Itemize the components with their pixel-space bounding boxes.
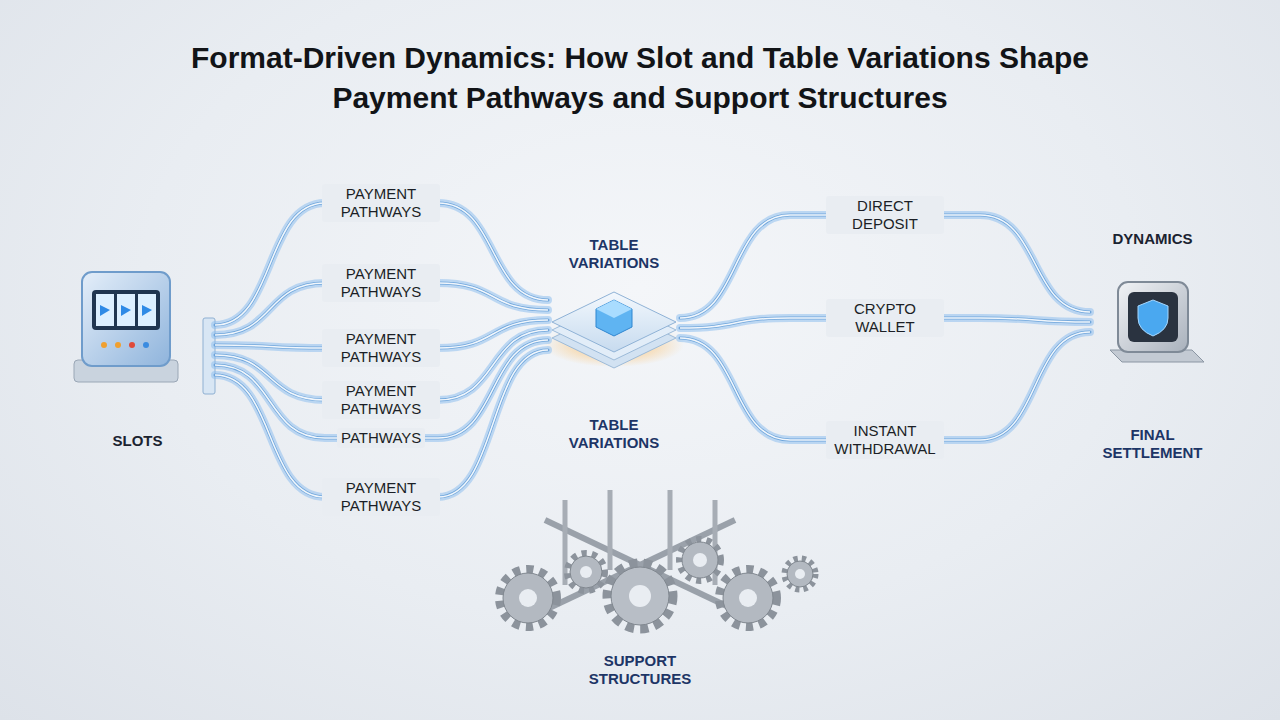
slot-button xyxy=(129,342,135,348)
slot-button xyxy=(101,342,107,348)
device-screen xyxy=(1128,292,1178,342)
support-post xyxy=(668,490,673,570)
slot-reel xyxy=(138,294,156,326)
gear-hole xyxy=(795,569,805,579)
node-label: TABLE VARIATIONS xyxy=(549,416,679,452)
gear-teeth xyxy=(608,564,672,628)
gear-wheel xyxy=(723,573,773,623)
gear xyxy=(568,554,604,590)
pathway-label: PAYMENT PATHWAYS xyxy=(322,264,440,302)
platform-cube xyxy=(596,300,632,336)
gear-wheel xyxy=(682,542,718,578)
settlement-node: DYNAMICS FINAL SETTLEMENT xyxy=(1090,230,1215,462)
gear-hole xyxy=(580,566,592,578)
gear xyxy=(785,559,815,589)
gear-hole xyxy=(739,589,757,607)
gear-wheel xyxy=(787,561,813,587)
gear-hole xyxy=(693,553,707,567)
pathway-connector xyxy=(215,350,548,497)
support-structures-node: SUPPORT STRUCTURES xyxy=(500,490,780,688)
gear xyxy=(720,570,776,626)
slot-machine-icon xyxy=(74,272,215,394)
diagram-title: Format-Driven Dynamics: How Slot and Tab… xyxy=(150,38,1130,118)
pathway-label: CRYPTO WALLET xyxy=(826,299,944,337)
slot-reel xyxy=(117,294,135,326)
slots-node: SLOTS xyxy=(60,262,215,450)
shield-icon xyxy=(1138,300,1168,336)
slot-button xyxy=(115,342,121,348)
gear xyxy=(500,570,556,626)
pathway-core xyxy=(215,350,548,497)
slot-body xyxy=(82,272,170,366)
reel-symbol xyxy=(100,305,110,316)
pathway-label: PAYMENT PATHWAYS xyxy=(322,184,440,222)
node-label: SUPPORT STRUCTURES xyxy=(575,652,705,688)
support-gears-icon xyxy=(500,490,815,628)
slot-reel xyxy=(96,294,114,326)
table-variations-node: TABLE VARIATIONS TABLE VARIATIONS xyxy=(548,236,680,452)
support-bar xyxy=(545,520,735,610)
pathway-label: INSTANT WITHDRAWAL xyxy=(826,421,944,459)
gear-teeth xyxy=(500,570,556,626)
support-bar xyxy=(545,520,735,610)
node-label: SLOTS xyxy=(112,432,162,450)
node-label: TABLE VARIATIONS xyxy=(549,236,679,272)
node-label: FINAL SETTLEMENT xyxy=(1094,426,1212,462)
gear xyxy=(608,564,672,628)
reel-symbol xyxy=(121,305,131,316)
gear-teeth xyxy=(785,559,815,589)
pathway-label: PAYMENT PATHWAYS xyxy=(322,381,440,419)
pathway-label: PAYMENT PATHWAYS xyxy=(322,329,440,367)
gear xyxy=(680,540,720,580)
gear-teeth xyxy=(568,554,604,590)
cube-top xyxy=(596,300,632,318)
gear-hole xyxy=(519,589,537,607)
table-platform-icon xyxy=(544,292,684,368)
pathway-label: PAYMENT PATHWAYS xyxy=(322,478,440,516)
device-body xyxy=(1118,282,1188,352)
pathway-label: PATHWAYS xyxy=(337,428,425,448)
pathway-edge xyxy=(215,350,548,497)
gear-wheel xyxy=(503,573,553,623)
gear-wheel xyxy=(570,556,602,588)
support-post xyxy=(608,490,613,570)
pathway-glow xyxy=(215,350,548,497)
slot-button xyxy=(143,342,149,348)
gear-teeth xyxy=(720,570,776,626)
settlement-device-icon xyxy=(1110,282,1204,362)
gear-hole xyxy=(629,585,651,607)
platform-layer xyxy=(552,292,676,352)
gear-wheel xyxy=(611,567,669,625)
gear-teeth xyxy=(680,540,720,580)
pathway-label: DIRECT DEPOSIT xyxy=(826,196,944,234)
support-post xyxy=(563,500,568,585)
node-label: DYNAMICS xyxy=(1112,230,1192,248)
slot-screen xyxy=(92,290,160,330)
reel-symbol xyxy=(142,305,152,316)
